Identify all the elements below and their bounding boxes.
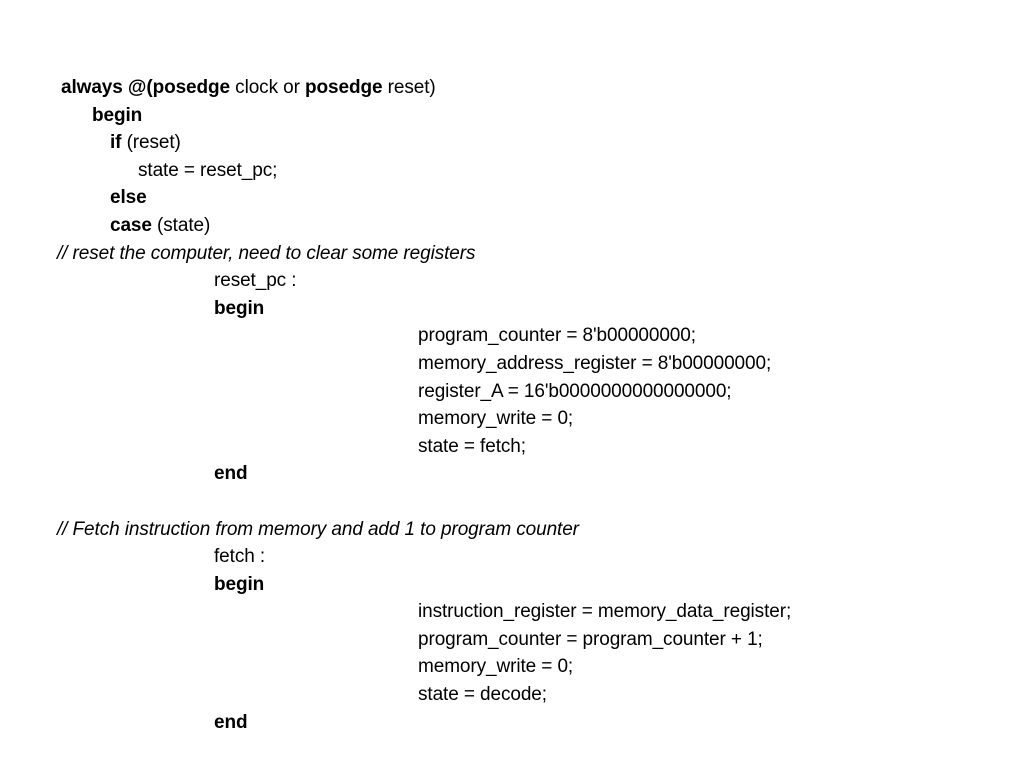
code-line-blank-separator: [0, 488, 1024, 516]
code-token: reset_pc :: [214, 270, 297, 292]
code-token: memory_write = 0;: [418, 656, 574, 678]
code-line-assign-state-decode: state = decode;: [0, 681, 1024, 709]
code-token: memory_address_register = 8'b00000000;: [418, 352, 772, 374]
code-token: (reset): [121, 132, 181, 154]
code-token: (state): [151, 214, 211, 236]
code-line-case-label-reset-pc: reset_pc :: [0, 267, 1024, 295]
keyword-token: end: [214, 463, 248, 485]
code-line-case-state: case (state): [0, 212, 1024, 240]
code-line-comment-reset: // reset the computer, need to clear som…: [0, 240, 1024, 268]
code-line-assign-state-reset-pc: state = reset_pc;: [0, 157, 1024, 185]
code-token: program_counter = 8'b00000000;: [418, 325, 696, 347]
code-line-reset-pc-end: end: [0, 460, 1024, 488]
code-line-case-label-fetch: fetch :: [0, 543, 1024, 571]
code-token: clock or: [230, 77, 306, 98]
verilog-code-listing: always @(posedge clock or posedge reset)…: [0, 74, 1024, 736]
code-line-assign-state-fetch: state = fetch;: [0, 433, 1024, 461]
keyword-token: posedge: [305, 77, 383, 98]
code-line-outer-begin: begin: [0, 102, 1024, 130]
code-token: instruction_register = memory_data_regis…: [418, 601, 792, 623]
code-line-assign-register-a-reset: register_A = 16'b0000000000000000;: [0, 378, 1024, 406]
code-line-assign-program-counter-increment: program_counter = program_counter + 1;: [0, 626, 1024, 654]
code-line-always-block-header: always @(posedge clock or posedge reset): [0, 74, 1024, 102]
code-token: state = reset_pc;: [138, 159, 278, 181]
keyword-token: case: [110, 214, 152, 236]
code-line-fetch-end: end: [0, 709, 1024, 737]
code-line-assign-program-counter-reset: program_counter = 8'b00000000;: [0, 322, 1024, 350]
comment-token: // reset the computer, need to clear som…: [57, 242, 476, 264]
code-token: state = decode;: [418, 684, 547, 706]
code-line-fetch-begin: begin: [0, 571, 1024, 599]
code-token: memory_write = 0;: [418, 408, 574, 430]
code-token: register_A = 16'b0000000000000000;: [418, 380, 732, 402]
code-line-assign-memory-address-register-reset: memory_address_register = 8'b00000000;: [0, 350, 1024, 378]
code-line-assign-instruction-register: instruction_register = memory_data_regis…: [0, 598, 1024, 626]
code-line-if-reset: if (reset): [0, 129, 1024, 157]
keyword-token: begin: [92, 104, 143, 126]
keyword-token: always @(: [61, 77, 153, 98]
code-token: reset): [382, 77, 436, 98]
code-token: state = fetch;: [418, 435, 526, 457]
code-line-assign-memory-write-reset: memory_write = 0;: [0, 405, 1024, 433]
keyword-token: begin: [214, 297, 265, 319]
keyword-token: begin: [214, 573, 265, 595]
code-line-else-keyword: else: [0, 184, 1024, 212]
code-token: fetch :: [214, 546, 266, 568]
keyword-token: posedge: [152, 77, 231, 98]
keyword-token: if: [110, 132, 122, 154]
comment-token: // Fetch instruction from memory and add…: [57, 518, 579, 540]
code-line-assign-memory-write-fetch: memory_write = 0;: [0, 653, 1024, 681]
keyword-token: else: [110, 187, 147, 209]
code-line-reset-pc-begin: begin: [0, 295, 1024, 323]
code-line-comment-fetch: // Fetch instruction from memory and add…: [0, 516, 1024, 544]
code-token: program_counter = program_counter + 1;: [418, 628, 763, 650]
keyword-token: end: [214, 711, 248, 733]
